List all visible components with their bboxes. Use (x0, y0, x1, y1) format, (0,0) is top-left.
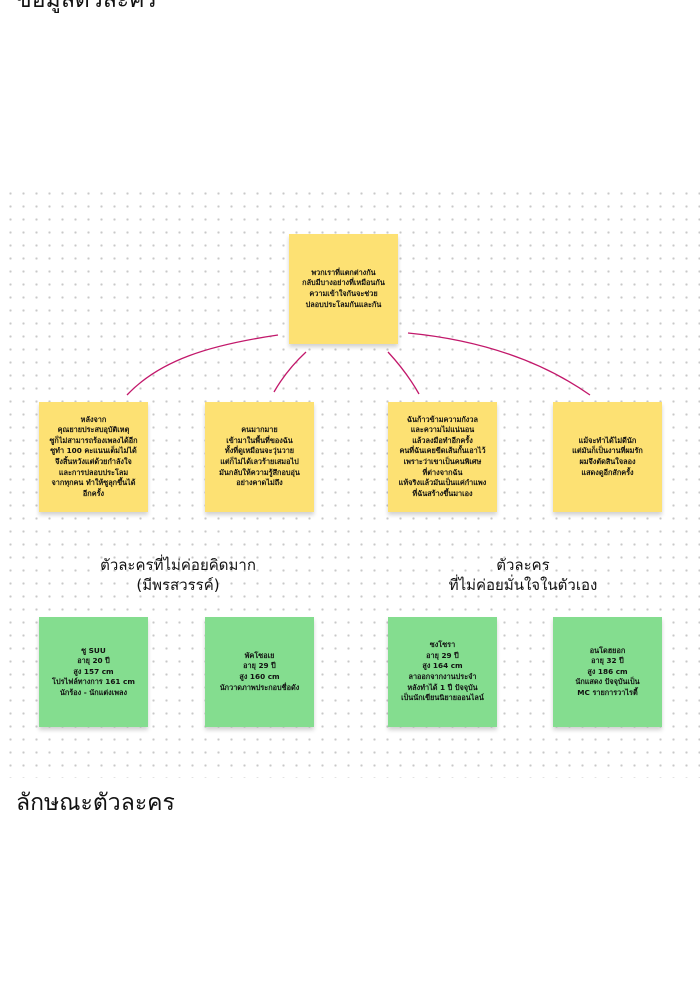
connector-line (387, 351, 420, 395)
sticky-note-theme[interactable]: พวกเราที่แตกต่างกัน กลับมีบางอย่างที่เหม… (289, 234, 398, 344)
group-label-talented: ตัวละครที่ไม่ค่อยคิดมาก (มีพรสวรรค์) (100, 556, 256, 595)
sticky-note-character-suu[interactable]: ซู SUU อายุ 20 ปี สูง 157 cm โปรไฟล์ทางก… (39, 617, 148, 727)
section-title-character-info: ข้อมูลตัวละคร (16, 0, 157, 13)
group-label-insecure: ตัวละคร ที่ไม่ค่อยมั่นใจในตัวเอง (448, 556, 598, 595)
sticky-note-story-soye[interactable]: คนมากมาย เข้ามาในพื้นที่ของฉัน ทั้งที่ดู… (205, 402, 314, 512)
sticky-note-story-dohyuk[interactable]: แม้จะทำได้ไม่ดีนัก แต่มันก็เป็นงานที่ผมร… (553, 402, 662, 512)
sticky-note-story-suu[interactable]: หลังจาก คุณยายประสบอุบัติเหตุ ซูก็ไม่สาม… (39, 402, 148, 512)
connector-line (273, 351, 307, 393)
section-title-character-traits: ลักษณะตัวละคร (16, 790, 175, 816)
sticky-note-character-sora[interactable]: ซงโซรา อายุ 29 ปี สูง 164 cm ลาออกจากงาน… (388, 617, 497, 727)
sticky-note-story-sora[interactable]: ฉันก้าวข้ามความกังวล และความไม่แน่นอน แล… (388, 402, 497, 512)
connector-line (126, 334, 279, 396)
connector-line (407, 332, 591, 396)
sticky-note-character-dohyuk[interactable]: อนโดฮยอก อายุ 32 ปี สูง 186 cm นักแสดง ป… (553, 617, 662, 727)
sticky-note-character-soye[interactable]: พัคโซอเย อายุ 29 ปี สูง 160 cm นักวาดภาพ… (205, 617, 314, 727)
